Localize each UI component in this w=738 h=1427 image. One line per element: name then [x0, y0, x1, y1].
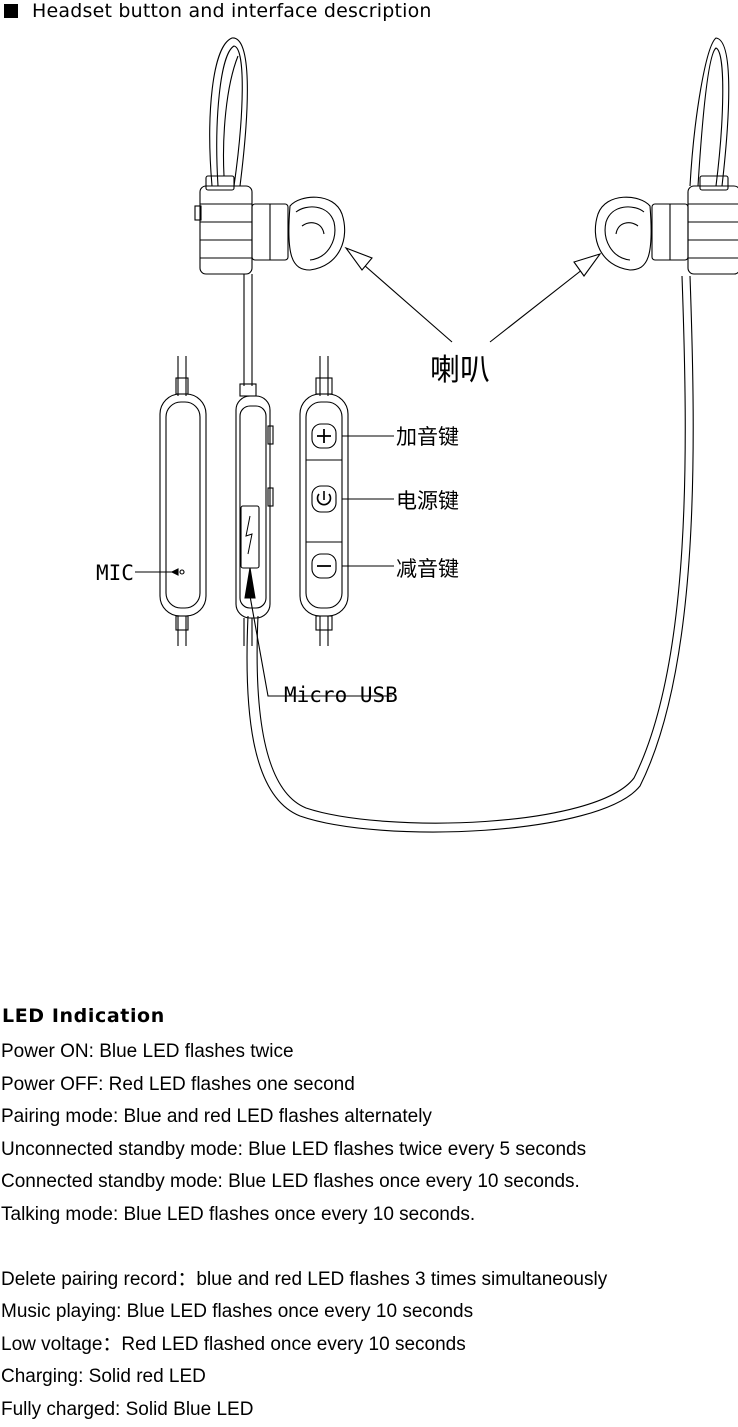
list-item: Pairing mode: Blue and red LED flashes a… [1, 1106, 432, 1128]
volume-up-label: 加音键 [396, 425, 459, 449]
list-item: Fully charged: Solid Blue LED [1, 1398, 254, 1420]
left-cable [243, 274, 253, 386]
button-side-view [299, 356, 349, 646]
left-eartip [288, 196, 346, 271]
mic-label: MIC [96, 561, 134, 585]
list-item: Delete pairing record：blue and red LED f… [1, 1268, 608, 1290]
speaker-arrows [344, 246, 602, 343]
headset-diagram: 喇叭 加音键 电源键 减音键 MIC Micro USB [96, 37, 738, 833]
list-spacer [1, 1232, 607, 1264]
list-item: Talking mode: Blue LED flashes once ever… [1, 1203, 476, 1225]
micro-usb-label: Micro USB [284, 683, 398, 707]
volume-down-label: 减音键 [396, 557, 459, 581]
list-item: Unconnected standby mode: Blue LED flash… [1, 1138, 587, 1160]
led-indication-title: LED Indication [2, 1005, 165, 1027]
power-button [311, 485, 337, 513]
mic-side-view [159, 356, 207, 646]
speaker-label: 喇叭 [430, 353, 490, 388]
square-bullet-icon [4, 4, 18, 18]
list-item: Charging: Solid red LED [1, 1366, 206, 1388]
led-indication-list: Power ON: Blue LED flashes twice Power O… [1, 1036, 607, 1427]
list-item: Power ON: Blue LED flashes twice [1, 1041, 294, 1062]
neck-cable [246, 275, 694, 833]
usb-leader-line [249, 595, 392, 697]
section-heading-text: Headset button and interface description [32, 0, 432, 22]
list-item: Power OFF: Red LED flashes one second [1, 1073, 355, 1095]
volume-down-button [311, 553, 337, 579]
right-ear-module [651, 175, 738, 275]
list-item: Music playing: Blue LED flashes once eve… [1, 1301, 474, 1323]
left-earhook [209, 37, 248, 187]
right-earhook [689, 37, 730, 187]
power-icon [316, 493, 332, 506]
usb-side-view [235, 383, 274, 646]
right-eartip [594, 196, 652, 271]
mic-hole-icon [179, 569, 185, 575]
section-heading: Headset button and interface description [2, 0, 432, 22]
volume-up-button [311, 423, 337, 449]
list-item: Connected standby mode: Blue LED flashes… [1, 1171, 580, 1193]
list-item: Low voltage：Red LED flashed once every 1… [1, 1333, 466, 1355]
power-label: 电源键 [396, 489, 459, 513]
left-ear-module [194, 175, 289, 275]
